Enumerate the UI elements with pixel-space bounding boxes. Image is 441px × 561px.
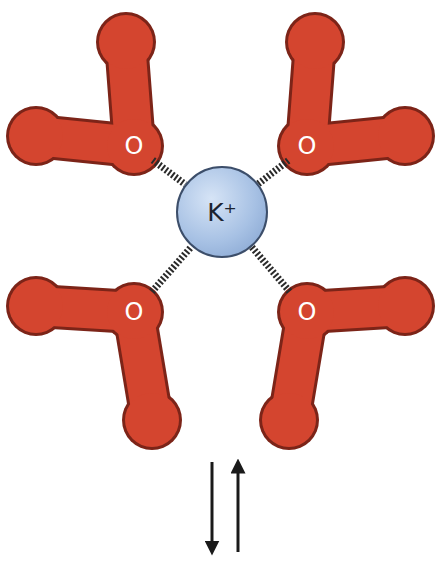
atom-label: O <box>298 298 317 326</box>
oxygen-label-box: O <box>120 296 148 328</box>
molecule-lobe <box>6 276 66 336</box>
oxygen-label-box: O <box>293 296 321 328</box>
molecule-lobe <box>99 15 153 69</box>
oxygen-label-box: O <box>293 130 321 162</box>
water-molecule <box>6 12 164 176</box>
molecule-lobe <box>378 279 432 333</box>
atom-label: O <box>298 132 317 160</box>
ion-dipole-bond <box>152 247 192 292</box>
molecule-lobe <box>285 12 345 72</box>
molecule-lobe <box>9 109 63 163</box>
atom-label: O <box>125 298 144 326</box>
down-arrow <box>211 462 214 548</box>
oxygen-atom <box>280 285 334 339</box>
oxygen-atom <box>280 119 334 173</box>
ion-dipole-bond <box>153 160 185 184</box>
water-molecule <box>277 12 435 176</box>
molecule-lobe <box>96 12 156 72</box>
atom-label: K⁺ <box>207 198 237 227</box>
oxygen-label-box: O <box>120 130 148 162</box>
molecule-lobe <box>262 393 316 447</box>
ion-dipole-bond <box>258 161 288 184</box>
oxygen-atom <box>107 119 161 173</box>
molecule-lobe <box>375 276 435 336</box>
water-molecule <box>259 276 435 450</box>
molecule-lobe <box>378 109 432 163</box>
ion-circle: K⁺ <box>176 166 268 258</box>
up-arrow <box>237 466 240 552</box>
ion-dipole-bond <box>252 247 290 291</box>
molecule-lobe <box>9 279 63 333</box>
molecule-lobe <box>125 393 179 447</box>
water-molecule <box>6 276 182 450</box>
molecule-lobe <box>288 15 342 69</box>
atom-label: O <box>125 132 144 160</box>
oxygen-atom <box>107 285 161 339</box>
